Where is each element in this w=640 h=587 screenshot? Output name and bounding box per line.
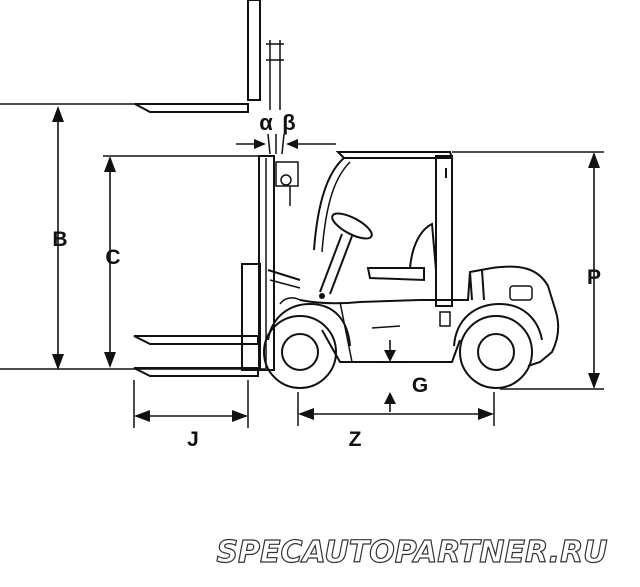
truck-body bbox=[267, 151, 560, 367]
rear-post bbox=[435, 155, 453, 307]
tail-light bbox=[509, 285, 533, 301]
label-b: B bbox=[52, 228, 67, 251]
dimension-j: J bbox=[133, 380, 249, 451]
label-z: Z bbox=[349, 428, 362, 451]
mast bbox=[241, 155, 301, 371]
raised-forks bbox=[0, 103, 249, 113]
lowered-forks bbox=[133, 335, 259, 377]
front-wheel bbox=[263, 315, 337, 389]
steering-wheel bbox=[319, 212, 373, 299]
dimension-g: G bbox=[378, 340, 428, 412]
dimension-b: B bbox=[52, 106, 68, 370]
label-beta: β bbox=[282, 110, 295, 135]
tilt-angle: α β bbox=[236, 110, 336, 155]
tilt-cylinder bbox=[275, 161, 299, 187]
label-p: P bbox=[587, 266, 601, 289]
label-j: J bbox=[187, 428, 199, 451]
label-c: C bbox=[105, 246, 120, 269]
watermark-text: SPECAUTOPARTNER.RU bbox=[216, 535, 607, 570]
overhead-guard bbox=[335, 151, 454, 159]
seat bbox=[366, 222, 437, 282]
dimension-c: C bbox=[103, 155, 258, 368]
rear-wheel bbox=[459, 315, 533, 389]
dimension-z: Z bbox=[297, 392, 495, 451]
label-alpha: α bbox=[259, 110, 273, 135]
dimension-p: P bbox=[452, 151, 604, 390]
raised-mast bbox=[247, 0, 284, 110]
fork-carriage bbox=[241, 263, 261, 371]
label-g: G bbox=[412, 374, 428, 397]
